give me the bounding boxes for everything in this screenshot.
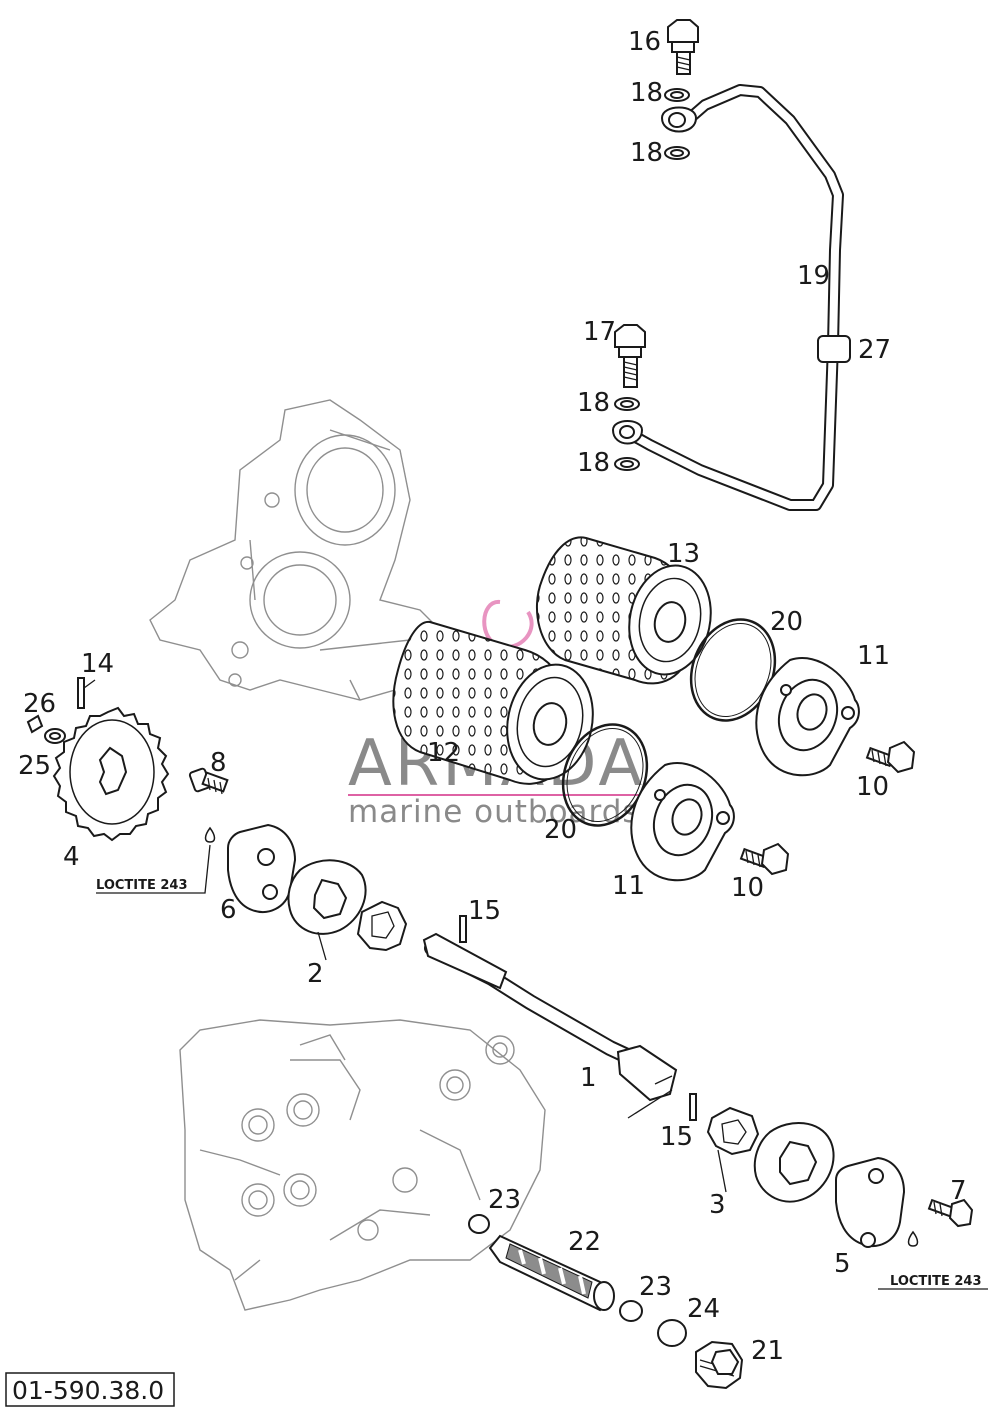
leader-2	[317, 931, 327, 961]
o-ring-screen-2	[619, 1300, 643, 1322]
oil-line	[611, 84, 851, 511]
loctite-note-right: LOCTITE 243	[890, 1274, 982, 1289]
oil-filter-upper	[535, 536, 712, 685]
callout-23: 23	[639, 1272, 672, 1302]
engine-casing-upper-outline	[149, 399, 451, 701]
callout-13: 13	[667, 539, 700, 569]
callout-19: 19	[797, 261, 830, 291]
o-ring-screen-1	[468, 1214, 490, 1234]
callout-5: 5	[834, 1249, 851, 1279]
leader-lines	[83, 679, 673, 1119]
dowel-pin-upper	[77, 677, 85, 709]
filter-cover-lower	[630, 762, 735, 882]
pump-rotor-outer-right	[753, 1121, 835, 1203]
cover-screw-lower	[739, 842, 790, 876]
callout-1: 1	[580, 1063, 597, 1093]
callout-11: 11	[612, 871, 645, 901]
callout-18: 18	[577, 388, 610, 418]
circlip	[26, 714, 44, 734]
callout-numbers: 16 18 18 19 17 27 18 18 13 20 11 14 26 2…	[18, 27, 982, 1366]
callout-4: 4	[63, 842, 80, 872]
callout-10: 10	[856, 772, 889, 802]
callout-20: 20	[544, 815, 577, 845]
engine-casing-lower-outline	[179, 1019, 546, 1311]
pump-rotor-inner-left	[356, 900, 408, 952]
callout-25: 25	[18, 751, 51, 781]
pump-rotor-inner-right	[706, 1106, 760, 1156]
loctite-drop-left	[204, 826, 216, 843]
callout-2: 2	[307, 959, 324, 989]
callout-22: 22	[568, 1227, 601, 1257]
callout-17: 17	[583, 317, 616, 347]
callout-8: 8	[210, 748, 227, 778]
callout-15: 15	[468, 896, 501, 926]
leader-3	[717, 1149, 727, 1193]
oil-pump-gear	[52, 706, 170, 842]
pump-rotor-outer-left	[287, 859, 367, 935]
callout-21: 21	[751, 1336, 784, 1366]
callout-16: 16	[628, 27, 661, 57]
callout-18: 18	[577, 448, 610, 478]
banjo-bolt-lower	[614, 324, 646, 388]
cover-screw-upper	[865, 740, 916, 774]
oil-screen	[488, 1234, 615, 1312]
callout-18: 18	[630, 78, 663, 108]
callout-20: 20	[770, 607, 803, 637]
pump-cover-plate-right	[835, 1156, 906, 1248]
loctite-note-left: LOCTITE 243	[96, 878, 188, 893]
banjo-bolt-upper	[667, 19, 699, 75]
callout-11: 11	[857, 641, 890, 671]
callout-6: 6	[220, 895, 237, 925]
oil-pump-shaft	[422, 932, 678, 1102]
set-screw	[188, 767, 229, 795]
callout-27: 27	[858, 335, 891, 365]
drive-pin-lower	[689, 1093, 697, 1121]
callout-23: 23	[488, 1185, 521, 1215]
callout-24: 24	[687, 1294, 720, 1324]
callout-12: 12	[427, 738, 460, 768]
callout-26: 26	[23, 689, 56, 719]
pump-cover-screw	[927, 1198, 974, 1228]
loctite-drop-right	[907, 1230, 919, 1247]
callout-15: 15	[660, 1122, 693, 1152]
line-clamp	[817, 335, 851, 363]
oil-drain-plug	[695, 1340, 744, 1390]
callout-3: 3	[709, 1190, 726, 1220]
pump-cover-plate-left	[227, 823, 297, 913]
callout-18: 18	[630, 138, 663, 168]
callout-14: 14	[81, 649, 114, 679]
loctite-leader-left	[96, 844, 211, 894]
callout-10: 10	[731, 873, 764, 903]
filter-cover-upper	[755, 657, 860, 777]
document-number: 01-590.38.0	[12, 1376, 164, 1405]
drive-pin-upper	[459, 915, 467, 943]
document-number-box: 01-590.38.0	[5, 1372, 175, 1407]
o-ring-plug	[657, 1319, 687, 1347]
callout-7: 7	[950, 1176, 967, 1206]
